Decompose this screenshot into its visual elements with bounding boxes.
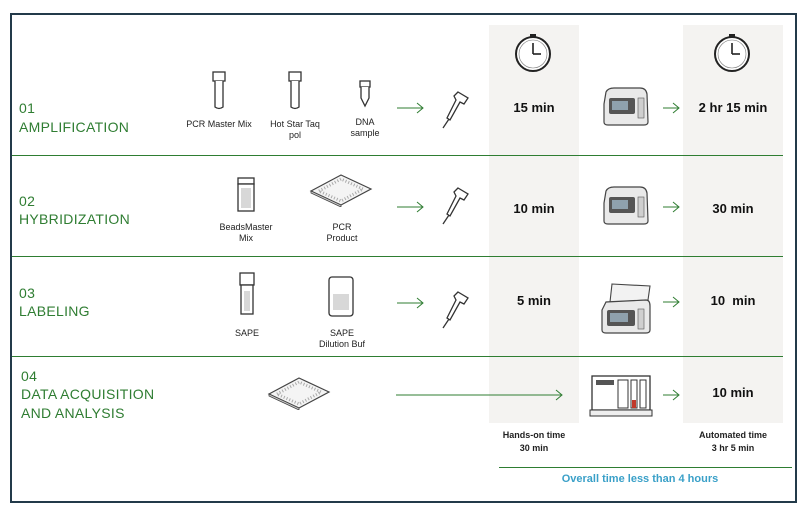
plate-icon bbox=[267, 377, 331, 410]
reagent-label: BeadsMaster Mix bbox=[219, 222, 273, 243]
arrow-icon bbox=[663, 201, 680, 213]
arrow-icon bbox=[663, 102, 680, 114]
hands-on-column bbox=[489, 25, 579, 423]
reagent-label: DNA sample bbox=[350, 117, 380, 138]
clock-icon bbox=[714, 34, 750, 72]
pipette-icon bbox=[442, 91, 469, 129]
clock-icon bbox=[515, 34, 551, 72]
step-number: 01 bbox=[19, 100, 36, 116]
row-separator bbox=[12, 356, 783, 357]
arrow-icon bbox=[397, 102, 424, 114]
tube-icon bbox=[288, 71, 302, 110]
tube-icon bbox=[359, 80, 371, 108]
tube-icon bbox=[239, 272, 255, 315]
step-title: HYBRIDIZATION bbox=[19, 211, 130, 227]
overall-time: Overall time less than 4 hours bbox=[561, 473, 719, 485]
scanner-icon bbox=[589, 375, 653, 417]
pipette-icon bbox=[442, 187, 469, 225]
well-icon bbox=[328, 276, 354, 317]
hands-on-total: 30 min bbox=[519, 443, 549, 453]
reagent-label: PCR Master Mix bbox=[186, 119, 252, 129]
automated-time: 30 min bbox=[712, 201, 754, 216]
step-number: 04 bbox=[21, 368, 38, 384]
overall-divider bbox=[499, 467, 792, 468]
hands-on-caption: Hands-on time 30 min bbox=[479, 429, 589, 455]
arrow-icon bbox=[663, 296, 680, 308]
tube-icon bbox=[237, 177, 255, 212]
hands-on-time: 5 min bbox=[517, 293, 551, 308]
arrow-icon bbox=[663, 389, 680, 401]
step-number: 03 bbox=[19, 285, 36, 301]
step-title: DATA ACQUISITION AND ANALYSIS bbox=[21, 386, 155, 421]
automated-time: 10 min bbox=[710, 293, 756, 308]
automated-time: 10 min bbox=[712, 385, 754, 400]
reagent-label: Hot Star Taq pol bbox=[270, 119, 320, 140]
reagent-label: PCR Product bbox=[326, 222, 358, 243]
row-separator bbox=[12, 155, 783, 156]
automated-total: 3 hr 5 min bbox=[711, 443, 755, 453]
diagram-frame bbox=[10, 13, 797, 503]
reagent-label: SAPE Dilution Buf bbox=[318, 328, 366, 349]
hands-on-label: Hands-on time bbox=[502, 430, 566, 440]
step-title: AMPLIFICATION bbox=[19, 119, 130, 135]
automated-label: Automated time bbox=[698, 430, 767, 440]
arrow-icon bbox=[397, 201, 424, 213]
thermocycler-icon bbox=[601, 283, 651, 334]
hands-on-time: 10 min bbox=[513, 201, 555, 216]
pipette-icon bbox=[442, 291, 469, 329]
step-number: 02 bbox=[19, 193, 36, 209]
automated-column bbox=[683, 25, 783, 423]
thermocycler-icon bbox=[603, 87, 649, 126]
arrow-icon bbox=[397, 297, 424, 309]
row-separator bbox=[12, 256, 783, 257]
reagent-label: SAPE bbox=[234, 328, 259, 338]
step-title: LABELING bbox=[19, 303, 90, 319]
arrow-icon bbox=[396, 389, 563, 401]
hands-on-time: 15 min bbox=[513, 100, 555, 115]
plate-icon bbox=[309, 174, 373, 207]
automated-time: 2 hr 15 min bbox=[698, 100, 768, 115]
tube-icon bbox=[212, 71, 226, 110]
thermocycler-icon bbox=[603, 186, 649, 225]
automated-caption: Automated time 3 hr 5 min bbox=[678, 429, 788, 455]
